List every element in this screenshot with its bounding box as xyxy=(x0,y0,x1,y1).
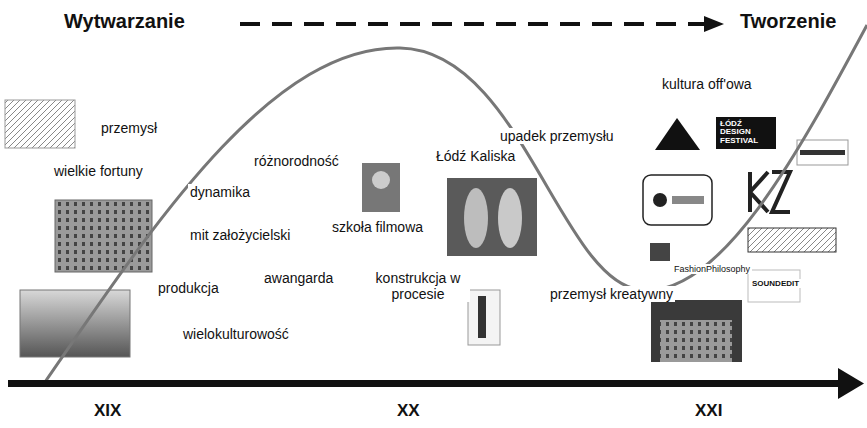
keyword: szkoła filmowa xyxy=(330,219,425,235)
striped-logo xyxy=(748,228,836,252)
keyword: różnorodność xyxy=(252,153,341,169)
festival-logo-bar xyxy=(672,196,704,204)
artwork-figure xyxy=(498,188,522,248)
keyword: awangarda xyxy=(262,270,335,286)
keyword: kultura off'owa xyxy=(660,76,754,92)
keyword: upadek przemysłu xyxy=(498,128,616,144)
factory-windows xyxy=(660,320,732,362)
festival-logo xyxy=(643,175,712,225)
portrait-photo xyxy=(362,163,400,212)
logo-text: FashionPhilosophy xyxy=(672,264,752,274)
logo-text: ŁÓDŹ DESIGN FESTIVAL xyxy=(716,117,776,148)
keyword: dynamika xyxy=(188,184,252,200)
keyword: Łódź Kaliska xyxy=(434,148,517,164)
keyword: przemysł kreatywny xyxy=(548,286,675,302)
poster-text-band xyxy=(478,296,486,338)
axis-arrow-head xyxy=(838,368,864,399)
arrow-head xyxy=(704,16,724,32)
poster-image xyxy=(468,290,500,345)
keyword: konstrukcja w procesie xyxy=(366,270,470,302)
heading: Tworzenie xyxy=(738,10,838,33)
keyword: wielkie fortuny xyxy=(52,163,145,179)
logo-text: SOUNDEDIT xyxy=(750,279,801,288)
festival-logo-mark xyxy=(653,193,667,207)
artwork-photo xyxy=(447,178,537,256)
portrait-face xyxy=(372,171,390,189)
keyword: mit założycielski xyxy=(188,227,292,243)
time-axis xyxy=(8,380,844,387)
wave-curve xyxy=(45,25,867,382)
small-logo-bar xyxy=(800,150,845,155)
heading: Wytwarzanie xyxy=(62,10,187,33)
off-logo xyxy=(655,118,700,150)
dashed-arrow xyxy=(240,22,708,26)
factory-photo xyxy=(651,300,742,362)
logo-box: ŁÓDŹ DESIGN FESTIVAL xyxy=(716,117,776,149)
fashion-logo xyxy=(650,243,670,261)
keyword: produkcja xyxy=(156,280,221,296)
city-photo xyxy=(20,290,130,357)
building-photo xyxy=(55,200,152,272)
century-label: XXI xyxy=(693,401,724,421)
century-label: XIX xyxy=(92,401,123,421)
keyword: wielokulturowość xyxy=(181,326,291,342)
century-label: XX xyxy=(395,401,422,421)
small-logo xyxy=(797,140,848,165)
keyword: przemysł xyxy=(99,120,159,136)
sketch-image xyxy=(5,100,75,148)
artwork-figure xyxy=(464,188,488,248)
